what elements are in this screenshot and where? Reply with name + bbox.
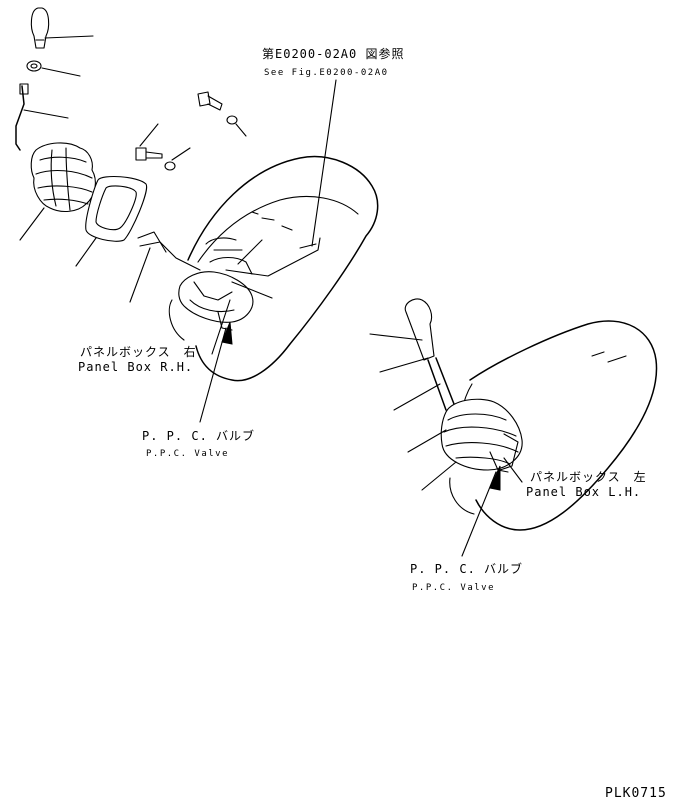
ppc-arrow-lh [461,465,501,557]
ref-fig-jp: 第E0200-02A0 図参照 [262,46,404,61]
ppc-valve-jp-lh: P. P. C. バルブ [410,561,523,576]
panel-lh-en: Panel Box L.H. [526,485,641,499]
cable-part [129,231,201,303]
panel-lh-jp: パネルボックス 左 [530,469,647,484]
panel-box-lh [404,298,658,531]
ref-fig-en: See Fig.E0200-02A0 [264,68,389,78]
boot-plate-part [75,175,148,267]
boot-part [19,142,96,241]
lever-rod [15,83,69,151]
ppc-valve-jp-rh: P. P. C. バルブ [142,428,255,443]
reference-leader [299,79,337,249]
bolt-part-1 [135,123,191,171]
ppc-valve-en-rh: P.P.C. Valve [146,449,229,459]
lever-knob [30,7,94,49]
ppc-valve-en-lh: P.P.C. Valve [412,583,495,593]
bolt-part-2 [197,91,247,137]
nut-part [26,60,81,77]
panel-rh-leader [211,299,231,355]
panel-lh-leader [503,457,523,483]
leader-lines-lh [369,333,457,491]
panel-rh-en: Panel Box R.H. [78,360,193,374]
ppc-arrow-rh [199,321,233,423]
drawing-code: PLK0715 [605,786,667,801]
panel-rh-jp: パネルボックス 右 [80,344,197,359]
panel-box-rh [168,155,379,382]
